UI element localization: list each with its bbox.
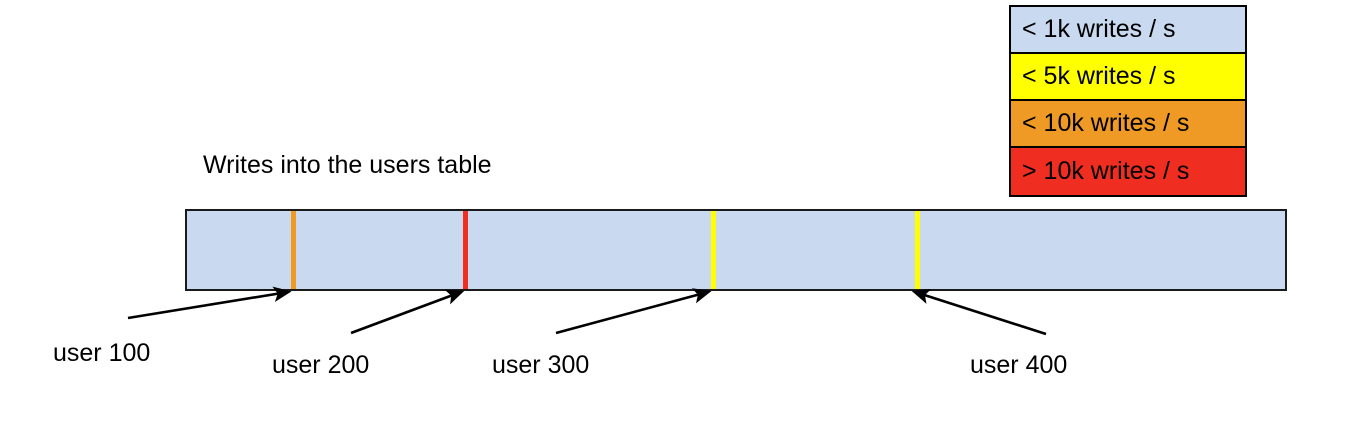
arrow-user-300 [555, 288, 712, 335]
callout-label-user-300: user 300 [492, 351, 590, 379]
legend: < 1k writes / s < 5k writes / s < 10k wr… [1009, 5, 1247, 197]
stripe-user-200 [463, 211, 468, 289]
legend-item-label: > 10k writes / s [1022, 157, 1190, 185]
stripe-user-400 [915, 211, 920, 289]
arrow-user-200 [350, 289, 465, 335]
chart-title: Writes into the users table [203, 151, 492, 179]
callout-label-user-200: user 200 [272, 351, 370, 379]
legend-item-lt-5k: < 5k writes / s [1011, 54, 1245, 101]
users-table-bar [185, 209, 1287, 291]
legend-item-label: < 1k writes / s [1022, 15, 1176, 43]
stripe-user-300 [711, 211, 716, 289]
legend-item-label: < 10k writes / s [1022, 109, 1190, 137]
legend-item-lt-1k: < 1k writes / s [1011, 7, 1245, 54]
callout-label-user-400: user 400 [970, 351, 1068, 379]
arrow-user-400 [911, 289, 1047, 336]
legend-item-lt-10k: < 10k writes / s [1011, 101, 1245, 148]
legend-item-gt-10k: > 10k writes / s [1011, 148, 1245, 195]
legend-item-label: < 5k writes / s [1022, 62, 1176, 90]
arrow-user-100 [127, 286, 292, 320]
stripe-user-100 [291, 211, 296, 289]
callout-label-user-100: user 100 [53, 339, 151, 367]
